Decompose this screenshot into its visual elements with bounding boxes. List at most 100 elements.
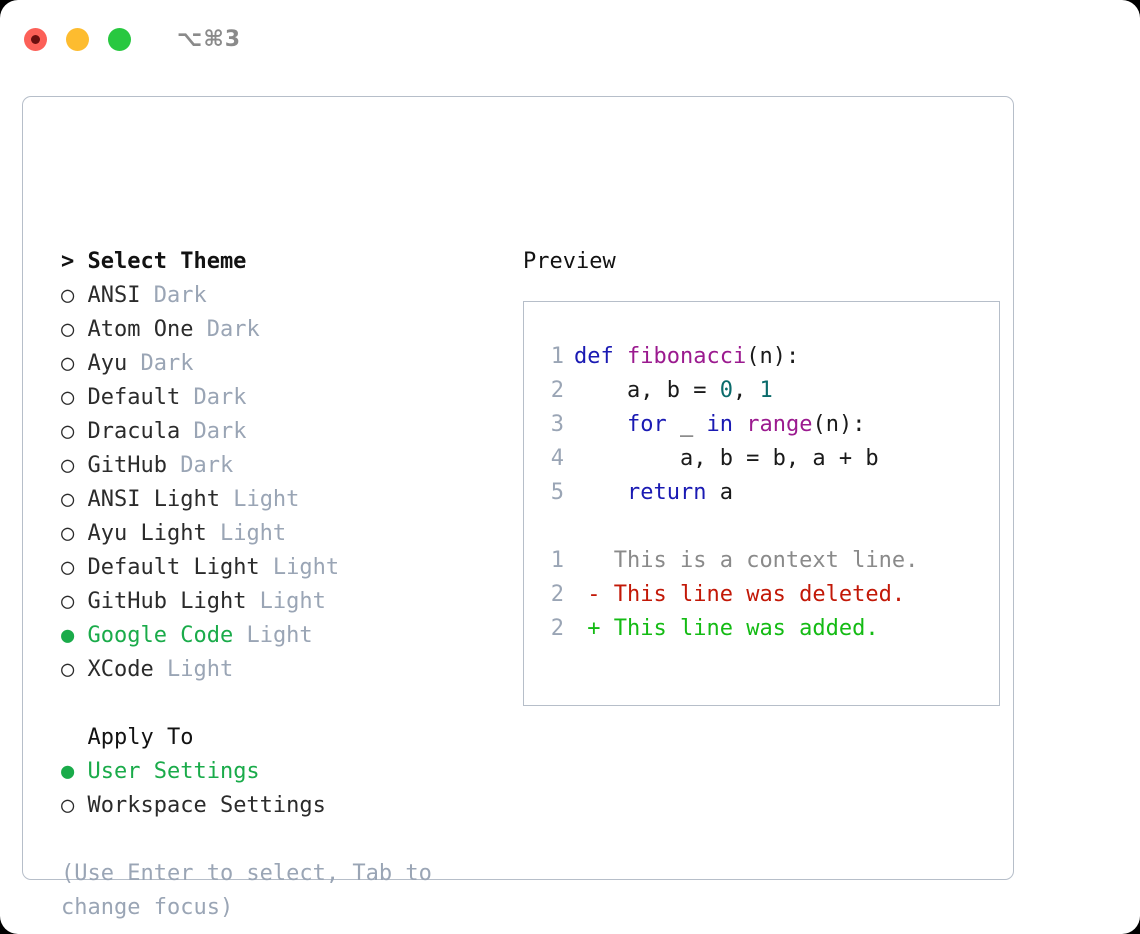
code-token-pl: (n): — [812, 412, 866, 437]
theme-option-name: Atom One — [74, 317, 194, 342]
preview-label: Preview — [523, 249, 616, 274]
radio-unselected-icon: ○ — [61, 521, 75, 546]
code-token-fn: range — [746, 412, 813, 437]
main-panel: > Select Theme ○ ANSI Dark○ Atom One Dar… — [22, 96, 1014, 920]
diff-marker — [574, 548, 601, 573]
apply-to-option-user-settings[interactable]: ● User Settings — [61, 755, 501, 789]
theme-list: ○ ANSI Dark○ Atom One Dark○ Ayu Dark○ De… — [61, 279, 501, 687]
radio-unselected-icon: ○ — [61, 657, 75, 682]
radio-unselected-icon: ○ — [61, 793, 75, 818]
radio-selected-icon: ● — [61, 623, 75, 648]
code-token-fn: fibonacci — [627, 344, 747, 369]
code-token-kw: def — [574, 344, 614, 369]
theme-option-name: Ayu — [74, 351, 128, 376]
apply-to-option-name: User Settings — [74, 759, 260, 784]
theme-option-ansi-light[interactable]: ○ ANSI Light Light — [61, 483, 501, 517]
theme-option-name: Google Code — [74, 623, 234, 648]
radio-unselected-icon: ○ — [61, 555, 75, 580]
apply-to-option-workspace-settings[interactable]: ○ Workspace Settings — [61, 789, 501, 823]
code-token-num: 0 — [719, 378, 733, 403]
code-token-pl — [733, 412, 746, 437]
theme-option-google-code[interactable]: ● Google Code Light — [61, 619, 501, 653]
code-line: 5 return a — [538, 476, 999, 510]
theme-option-name: ANSI Light — [74, 487, 220, 512]
code-token-pl — [574, 412, 627, 437]
diff-line: 2 + This line was added. — [538, 612, 999, 646]
theme-option-ayu[interactable]: ○ Ayu Dark — [61, 347, 501, 381]
code-token-pl: a, b = — [574, 378, 720, 403]
theme-picker: > Select Theme ○ ANSI Dark○ Atom One Dar… — [61, 245, 501, 925]
radio-unselected-icon: ○ — [61, 487, 75, 512]
theme-option-name: GitHub Light — [74, 589, 247, 614]
theme-option-name: GitHub — [74, 453, 167, 478]
titlebar: ⌥⌘3 — [0, 0, 1140, 78]
code-token-pl: a — [706, 480, 733, 505]
keyboard-hint: (Use Enter to select, Tab to change focu… — [61, 861, 446, 920]
code-token-kw: for — [626, 412, 667, 437]
code-token-pl — [614, 344, 627, 369]
code-line: 3 for _ in range(n): — [538, 408, 999, 442]
theme-option-ayu-light[interactable]: ○ Ayu Light Light — [61, 517, 501, 551]
theme-option-name: Dracula — [74, 419, 181, 444]
theme-option-ansi[interactable]: ○ ANSI Dark — [61, 279, 501, 313]
code-line: 4 a, b = b, a + b — [538, 442, 999, 476]
diff-sample: 1 This is a context line. 2 - This line w… — [538, 544, 999, 646]
code-line-number: 2 — [550, 378, 564, 403]
keyboard-shortcut-label: ⌥⌘3 — [177, 26, 242, 52]
theme-option-variant-tag: Dark — [180, 419, 247, 444]
code-line-number: 4 — [550, 446, 564, 471]
code-gap — [538, 510, 999, 544]
radio-unselected-icon: ○ — [61, 385, 75, 410]
theme-option-variant-tag: Light — [259, 555, 340, 580]
theme-option-default[interactable]: ○ Default Dark — [61, 381, 501, 415]
apply-to-option-name: Workspace Settings — [74, 793, 326, 818]
code-token-kw: return — [626, 480, 707, 505]
diff-marker: + — [574, 616, 601, 641]
radio-unselected-icon: ○ — [61, 351, 75, 376]
maximize-button[interactable] — [108, 27, 131, 51]
close-button[interactable] — [24, 27, 47, 51]
theme-option-dracula[interactable]: ○ Dracula Dark — [61, 415, 501, 449]
code-token-pl: a, b = b, a + b — [574, 446, 879, 471]
radio-unselected-icon: ○ — [61, 283, 75, 308]
radio-unselected-icon: ○ — [61, 589, 75, 614]
theme-option-default-light[interactable]: ○ Default Light Light — [61, 551, 501, 585]
theme-option-variant-tag: Light — [219, 487, 300, 512]
theme-option-variant-tag: Light — [246, 589, 326, 614]
minimize-button[interactable] — [66, 27, 89, 51]
code-token-pl — [574, 480, 627, 505]
diff-line-number: 1 — [550, 548, 564, 573]
theme-option-variant-tag: Dark — [140, 283, 207, 308]
code-line-number: 1 — [550, 344, 564, 369]
theme-option-name: ANSI — [74, 283, 141, 308]
diff-line: 2 - This line was deleted. — [538, 578, 999, 612]
traffic-lights — [24, 27, 131, 51]
theme-option-variant-tag: Dark — [166, 453, 234, 478]
section-gap — [61, 687, 501, 721]
theme-option-variant-tag: Dark — [127, 351, 194, 376]
code-line-number: 5 — [550, 480, 564, 505]
apply-to-header: Apply To — [61, 725, 194, 750]
diff-marker: - — [574, 582, 601, 607]
theme-option-variant-tag: Light — [206, 521, 287, 546]
diff-text: This is a context line. — [600, 548, 919, 573]
theme-option-name: XCode — [74, 657, 154, 682]
code-token-pl: _ — [666, 412, 707, 437]
code-token-num: 1 — [759, 378, 773, 403]
theme-option-github-light[interactable]: ○ GitHub Light Light — [61, 585, 501, 619]
code-line: 2 a, b = 0, 1 — [538, 374, 999, 408]
theme-option-variant-tag: Dark — [180, 385, 247, 410]
radio-unselected-icon: ○ — [61, 419, 75, 444]
theme-option-github[interactable]: ○ GitHub Dark — [61, 449, 501, 483]
radio-unselected-icon: ○ — [61, 453, 75, 478]
code-token-kw: in — [706, 412, 733, 437]
diff-text: This line was deleted. — [600, 582, 906, 607]
diff-text: This line was added. — [600, 616, 879, 641]
theme-option-atom-one[interactable]: ○ Atom One Dark — [61, 313, 501, 347]
theme-option-xcode[interactable]: ○ XCode Light — [61, 653, 501, 687]
